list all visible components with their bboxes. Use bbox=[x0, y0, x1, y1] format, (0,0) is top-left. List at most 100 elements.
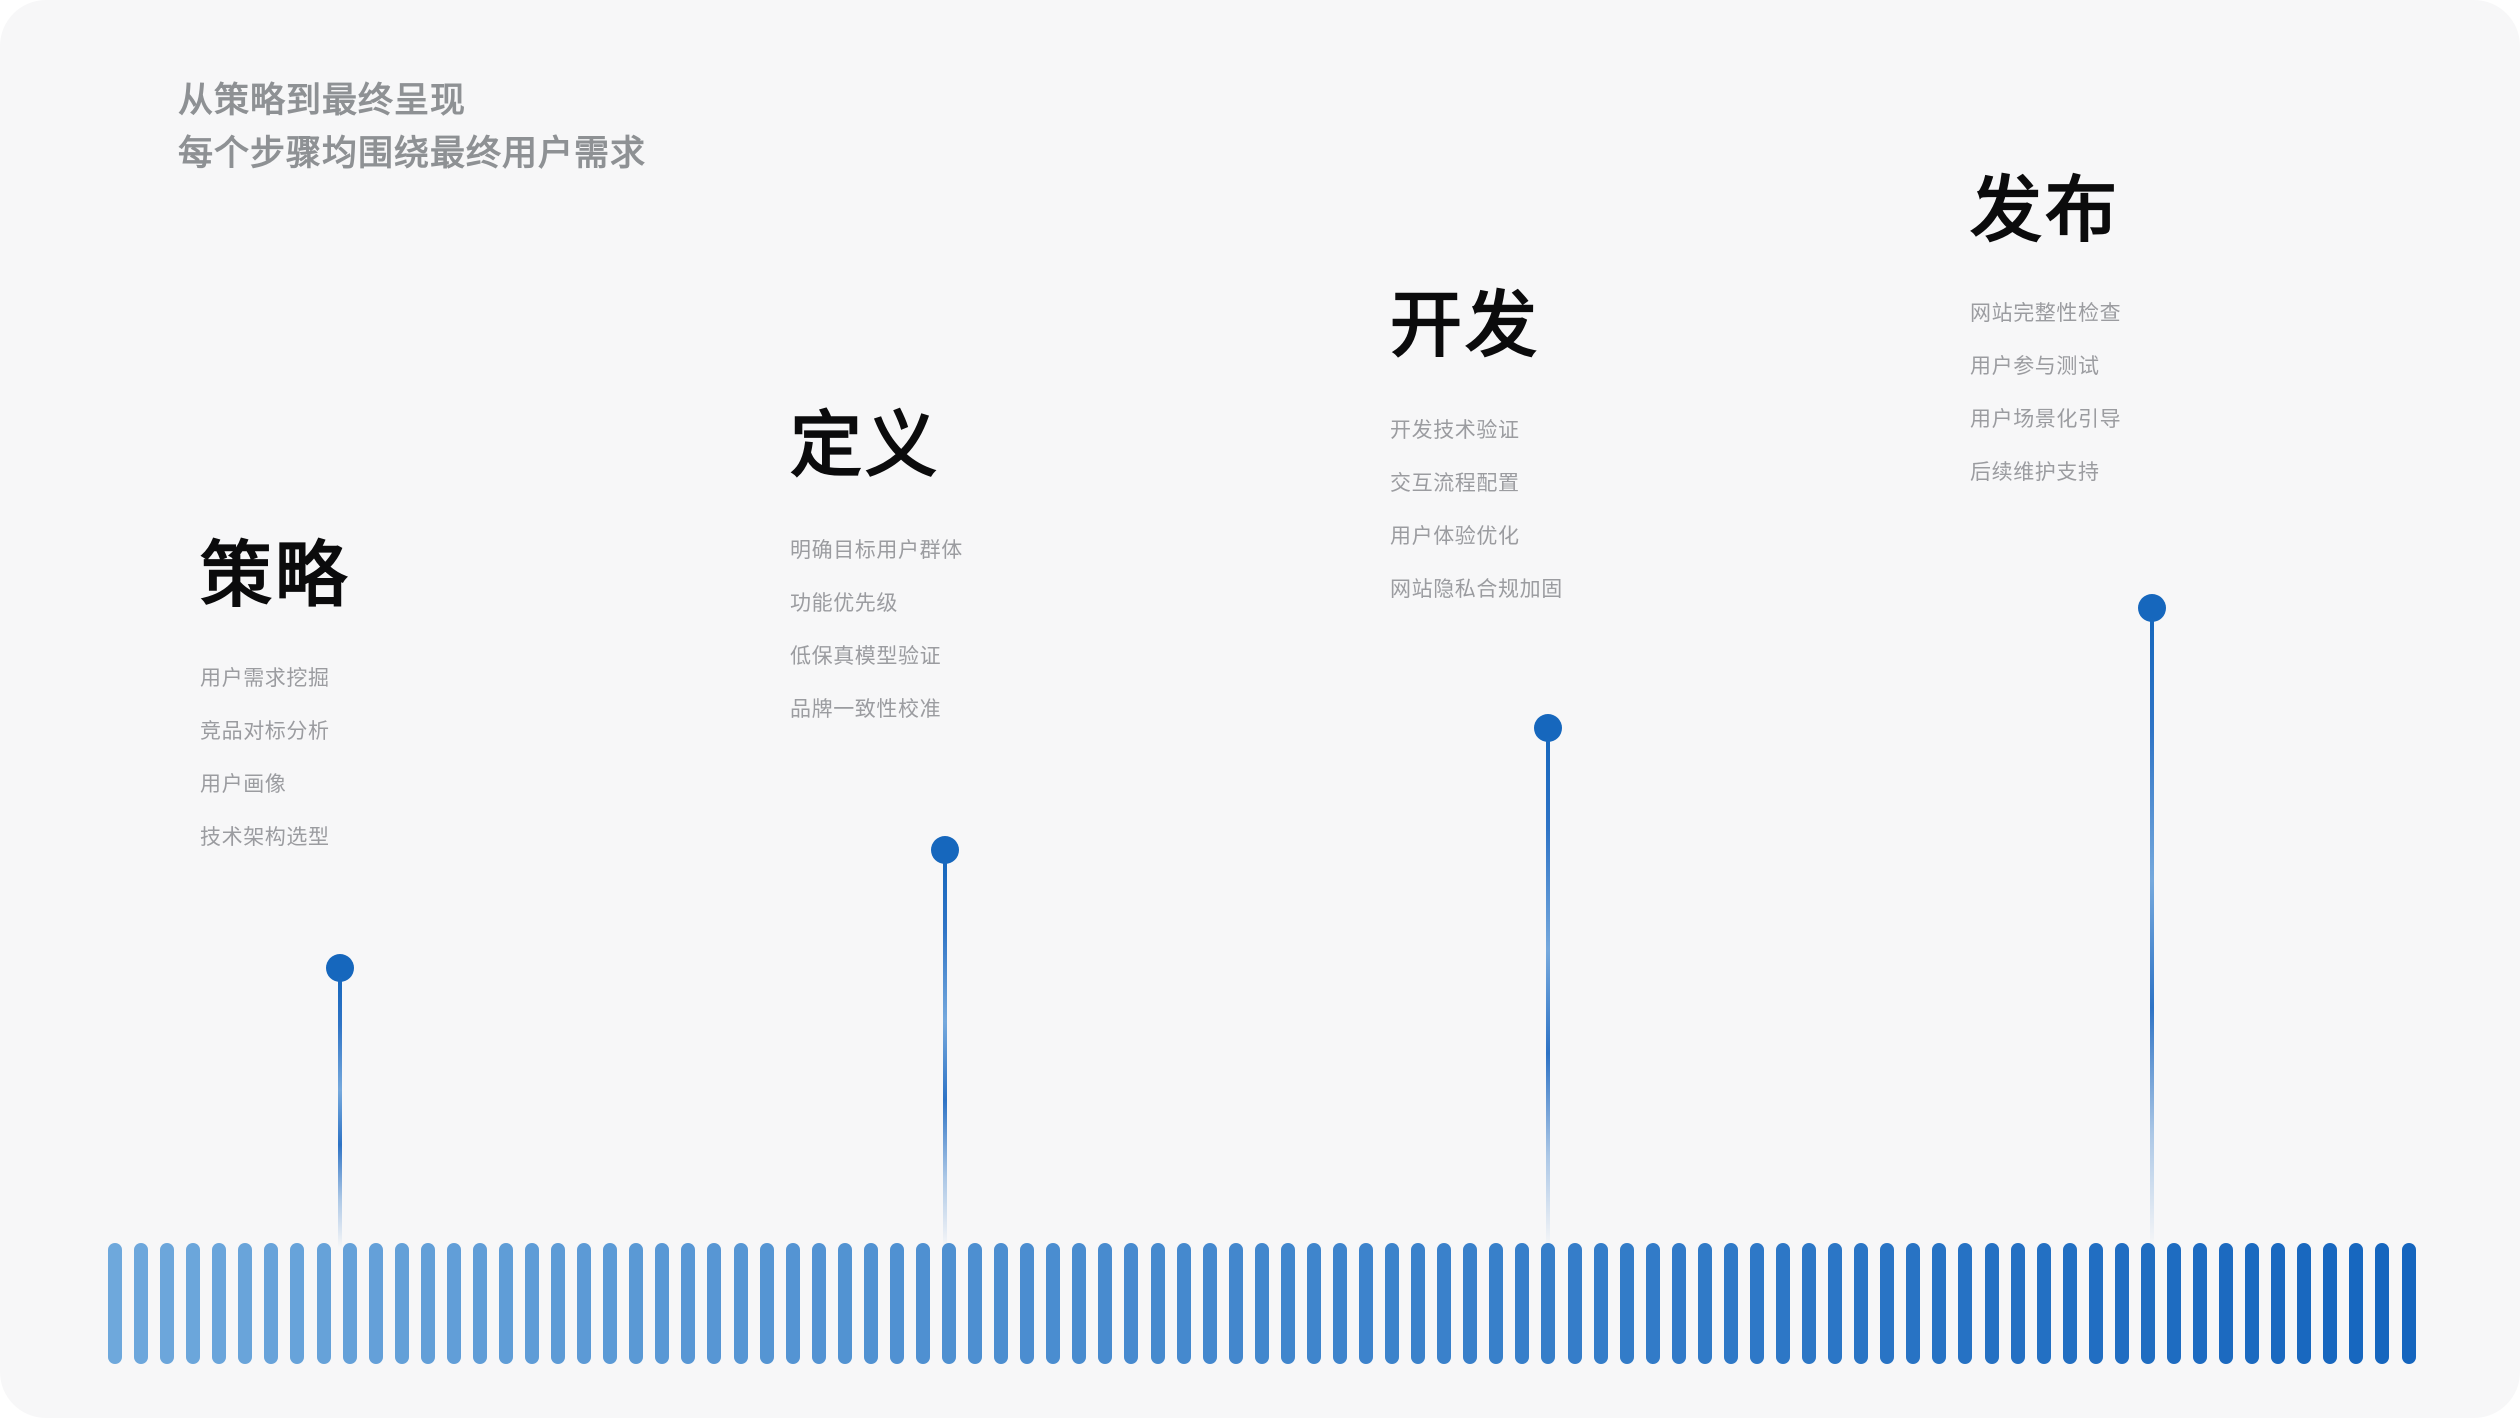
timeline-bar bbox=[1906, 1243, 1921, 1364]
timeline-bar bbox=[1306, 1243, 1321, 1364]
timeline-bar bbox=[1385, 1243, 1400, 1364]
timeline-bar bbox=[1489, 1243, 1504, 1364]
timeline-bar bbox=[1254, 1243, 1269, 1364]
timeline-bar bbox=[577, 1243, 592, 1364]
timeline-bar bbox=[2375, 1243, 2390, 1364]
timeline-bar bbox=[342, 1243, 357, 1364]
list-item: 用户画像 bbox=[200, 773, 287, 796]
header-block: 从策略到最终呈现 每个步骤均围绕最终用户需求 bbox=[178, 74, 1078, 180]
timeline-bar bbox=[1150, 1243, 1165, 1364]
timeline-bar bbox=[915, 1243, 930, 1364]
timeline-bar bbox=[1411, 1243, 1426, 1364]
timeline-bar bbox=[1776, 1243, 1790, 1364]
timeline-bar bbox=[1880, 1243, 1895, 1364]
pin-stem-line bbox=[943, 858, 947, 1248]
timeline-bar bbox=[2193, 1243, 2207, 1364]
timeline-bar bbox=[1828, 1243, 1843, 1364]
timeline-bar bbox=[811, 1243, 826, 1364]
timeline-bar bbox=[160, 1243, 175, 1364]
timeline-bar bbox=[1567, 1243, 1582, 1364]
timeline-bar bbox=[2271, 1243, 2286, 1364]
timeline-bar bbox=[1176, 1243, 1191, 1364]
milestone-develop: 开发 开发技术验证 交互流程配置 用户体验优化 网站隐私合规加固 bbox=[1390, 290, 1850, 616]
timeline-bar bbox=[1046, 1243, 1061, 1364]
timeline-bar bbox=[1619, 1243, 1634, 1364]
list-item: 后续维护支持 bbox=[1970, 461, 2100, 484]
timeline-bar bbox=[1854, 1243, 1869, 1364]
timeline-bar bbox=[186, 1243, 201, 1364]
timeline-bar bbox=[1020, 1243, 1035, 1364]
timeline-bar bbox=[1202, 1243, 1217, 1364]
milestone-release: 发布 网站完整性检查 用户参与测试 用户场景化引导 后续维护支持 bbox=[1970, 175, 2430, 499]
list-item: 品牌一致性校准 bbox=[790, 698, 942, 721]
timeline-bar bbox=[264, 1243, 279, 1364]
timeline-bar bbox=[759, 1243, 774, 1364]
list-item: 交互流程配置 bbox=[1390, 472, 1520, 495]
milestone-title: 策略 bbox=[200, 536, 351, 616]
timeline-barcode-strip bbox=[108, 1243, 2416, 1364]
timeline-bar bbox=[551, 1243, 566, 1364]
timeline-bar bbox=[1749, 1243, 1764, 1364]
list-item: 功能优先级 bbox=[790, 592, 898, 615]
milestone-strategy: 策略 用户需求挖掘 竞品对标分析 用户画像 技术架构选型 bbox=[200, 540, 660, 864]
timeline-bar bbox=[1072, 1243, 1087, 1364]
list-item: 用户参与测试 bbox=[1970, 355, 2100, 378]
timeline-bar bbox=[603, 1243, 618, 1364]
timeline-bar bbox=[2088, 1243, 2103, 1364]
list-item: 网站隐私合规加固 bbox=[1390, 578, 1563, 601]
timeline-bar bbox=[733, 1243, 748, 1364]
timeline-bar bbox=[1723, 1243, 1738, 1364]
timeline-bar bbox=[238, 1243, 253, 1364]
timeline-bar bbox=[707, 1243, 722, 1364]
list-item: 低保真模型验证 bbox=[790, 645, 942, 668]
timeline-bar bbox=[1541, 1243, 1556, 1364]
list-item: 技术架构选型 bbox=[200, 826, 330, 849]
timeline-bar bbox=[420, 1243, 435, 1364]
timeline-bar bbox=[525, 1243, 539, 1364]
list-item: 用户场景化引导 bbox=[1970, 408, 2122, 431]
timeline-bar bbox=[655, 1243, 670, 1364]
timeline-bar bbox=[2062, 1243, 2077, 1364]
list-item: 明确目标用户群体 bbox=[790, 539, 963, 562]
milestone-title: 发布 bbox=[1970, 171, 2121, 251]
timeline-bar bbox=[889, 1243, 904, 1364]
timeline-bar bbox=[134, 1243, 149, 1364]
timeline-bar bbox=[1802, 1243, 1817, 1364]
timeline-bar bbox=[2245, 1243, 2260, 1364]
timeline-bar bbox=[368, 1243, 383, 1364]
timeline-bar bbox=[2219, 1243, 2234, 1364]
timeline-bar bbox=[1124, 1243, 1139, 1364]
timeline-bar bbox=[2140, 1243, 2155, 1364]
timeline-bar bbox=[2401, 1243, 2416, 1364]
timeline-bar bbox=[316, 1243, 331, 1364]
list-item: 网站完整性检查 bbox=[1970, 302, 2122, 325]
milestone-define: 定义 明确目标用户群体 功能优先级 低保真模型验证 品牌一致性校准 bbox=[790, 410, 1250, 736]
list-item: 用户需求挖掘 bbox=[200, 667, 330, 690]
timeline-bar bbox=[498, 1243, 513, 1364]
milestone-title: 开发 bbox=[1390, 286, 1541, 366]
milestone-title: 定义 bbox=[790, 406, 941, 486]
timeline-bar bbox=[1228, 1243, 1243, 1364]
milestone-item-list: 开发技术验证 交互流程配置 用户体验优化 网站隐私合规加固 bbox=[1390, 404, 1850, 616]
timeline-bar bbox=[1098, 1243, 1113, 1364]
list-item: 用户体验优化 bbox=[1390, 525, 1520, 548]
timeline-bar bbox=[785, 1243, 800, 1364]
timeline-bar bbox=[1359, 1243, 1373, 1364]
timeline-bar bbox=[446, 1243, 461, 1364]
timeline-bar bbox=[837, 1243, 852, 1364]
timeline-bar bbox=[994, 1243, 1009, 1364]
list-item: 竞品对标分析 bbox=[200, 720, 330, 743]
pin-stem-line bbox=[2150, 616, 2154, 1248]
timeline-bar bbox=[472, 1243, 487, 1364]
timeline-bar bbox=[394, 1243, 409, 1364]
timeline-bar bbox=[2036, 1243, 2051, 1364]
timeline-bar bbox=[1932, 1243, 1947, 1364]
timeline-bar bbox=[2297, 1243, 2312, 1364]
timeline-bar bbox=[212, 1243, 227, 1364]
pin-stem-line bbox=[1546, 736, 1550, 1248]
timeline-bar bbox=[1645, 1243, 1660, 1364]
timeline-bar bbox=[1463, 1243, 1478, 1364]
timeline-bar bbox=[1671, 1243, 1686, 1364]
timeline-bar bbox=[1515, 1243, 1530, 1364]
